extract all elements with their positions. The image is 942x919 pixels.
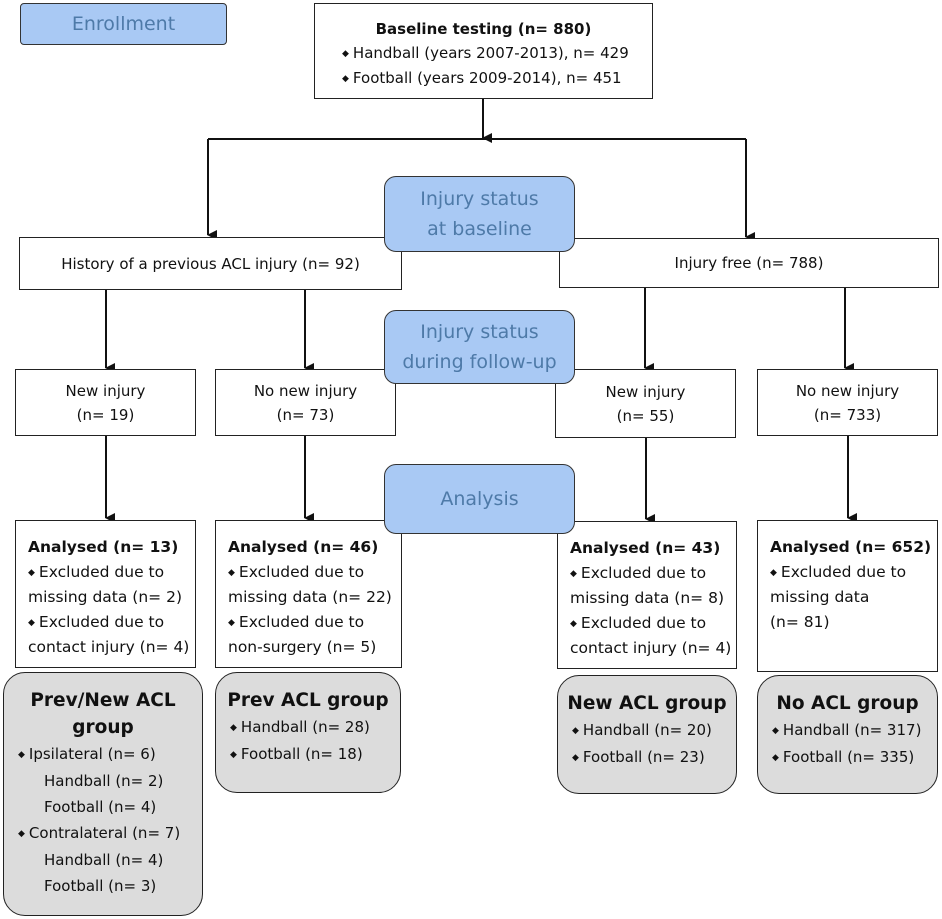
analysis-title: Analysed (n= 652) (770, 538, 932, 556)
group-title: Prev/New ACL (30, 690, 176, 711)
baseline-title: Baseline testing (n= 880) (375, 20, 592, 38)
injury-free-box: Injury free (n= 788) (559, 238, 939, 288)
group-item: ◆Contralateral (n= 7) (18, 824, 181, 842)
analysis-label: Analysis (384, 464, 575, 534)
group-item: ◆Football (n= 18) (230, 745, 363, 763)
analysis-line: contact injury (n= 4) (28, 638, 190, 656)
analysis-line: ◆Excluded due to (28, 612, 165, 631)
group-prev-acl: Prev ACL group ◆Handball (n= 28) ◆Footba… (215, 672, 401, 793)
group-item: Football (n= 3) (44, 877, 157, 895)
analysis-box-no-acl: Analysed (n= 652) ◆Excluded due to missi… (757, 520, 938, 672)
enrollment-label: Enrollment (20, 3, 227, 45)
analysis-line: (n= 81) (770, 612, 830, 631)
baseline-item-handball: ◆Handball (years 2007-2013), n= 429 (342, 44, 629, 62)
analysis-title: Analysed (n= 46) (228, 538, 379, 556)
analysis-title: Analysed (n= 43) (570, 539, 721, 557)
analysis-line: missing data (n= 22) (228, 588, 392, 606)
analysis-line: missing data (770, 588, 870, 606)
baseline-item-football: ◆Football (years 2009-2014), n= 451 (342, 69, 622, 87)
group-item: Handball (n= 2) (44, 772, 164, 790)
group-no-acl: No ACL group ◆Handball (n= 317) ◆Footbal… (757, 675, 938, 794)
analysis-line: non-surgery (n= 5) (228, 638, 377, 656)
baseline-testing-box: Baseline testing (n= 880) ◆Handball (yea… (314, 3, 653, 99)
group-item: ◆Football (n= 23) (572, 748, 705, 766)
followup-no-new-injury-free: No new injury(n= 733) (757, 369, 938, 436)
group-title: New ACL group (567, 693, 727, 714)
analysis-line: ◆Excluded due to (570, 613, 707, 632)
group-item: ◆Handball (n= 20) (572, 721, 712, 739)
analysis-line: contact injury (n= 4) (570, 639, 732, 657)
followup-new-injury-prev: New injury(n= 19) (15, 369, 196, 436)
analysis-line: ◆Excluded due to (228, 562, 365, 581)
group-item: ◆Handball (n= 28) (230, 718, 370, 736)
group-title-line2: group (72, 717, 134, 738)
group-title: No ACL group (776, 693, 919, 714)
group-item: ◆Football (n= 335) (772, 748, 915, 766)
analysis-line: ◆Excluded due to (570, 563, 707, 582)
analysis-box-new: Analysed (n= 43) ◆Excluded due to missin… (557, 521, 737, 669)
analysis-line: ◆Excluded due to (28, 562, 165, 581)
analysis-line: ◆Excluded due to (770, 562, 907, 581)
history-acl-box: History of a previous ACL injury (n= 92) (19, 237, 402, 290)
group-item: ◆Ipsilateral (n= 6) (18, 745, 156, 763)
injury-status-baseline-label: Injury status at baseline (384, 176, 575, 252)
group-title: Prev ACL group (227, 690, 389, 711)
analysis-box-prev: Analysed (n= 46) ◆Excluded due to missin… (215, 520, 402, 668)
followup-new-injury-free: New injury(n= 55) (555, 369, 736, 438)
analysis-line: missing data (n= 2) (28, 588, 182, 606)
analysis-line: missing data (n= 8) (570, 589, 724, 607)
group-item: Handball (n= 4) (44, 851, 164, 869)
group-prev-new-acl: Prev/New ACL group ◆Ipsilateral (n= 6) H… (3, 672, 203, 916)
analysis-title: Analysed (n= 13) (28, 538, 179, 556)
analysis-box-prev-new: Analysed (n= 13) ◆Excluded due to missin… (15, 520, 196, 668)
followup-no-new-injury-prev: No new injury(n= 73) (215, 369, 396, 436)
injury-status-followup-label: Injury status during follow-up (384, 310, 575, 384)
group-new-acl: New ACL group ◆Handball (n= 20) ◆Footbal… (557, 675, 737, 794)
analysis-line: ◆Excluded due to (228, 612, 365, 631)
group-item: ◆Handball (n= 317) (772, 721, 922, 739)
group-item: Football (n= 4) (44, 798, 157, 816)
